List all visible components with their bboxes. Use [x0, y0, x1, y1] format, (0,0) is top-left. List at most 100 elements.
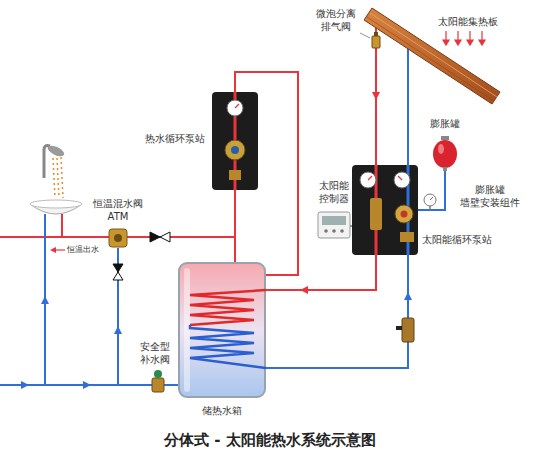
hot-water-pump-station: [231, 146, 239, 154]
shower-head: [57, 158, 59, 198]
diagram-caption: 分体式 - 太阳能热水系统示意图: [164, 431, 376, 450]
mixing-valve: [109, 229, 127, 247]
collector-panel: [364, 8, 500, 104]
expansion-tank-label: 膨胀罐: [430, 118, 460, 131]
vent-valve-label: 微泡分离 排气阀: [316, 8, 356, 33]
expansion-tank: [438, 144, 444, 154]
pressure-gauge: [430, 197, 433, 200]
hot-water-pump-station: [235, 104, 239, 108]
storage-tank: [179, 263, 265, 397]
storage-tank: [178, 262, 266, 398]
component-label: 储热水箱: [202, 405, 242, 418]
hot-water-pump-station: [227, 100, 243, 116]
sunlight-arrow: [443, 31, 485, 45]
wash-basin: [30, 200, 82, 214]
check-valve-symbol: [113, 264, 123, 272]
shower-head: [44, 144, 66, 198]
return-valve: [402, 318, 414, 342]
flow-arrow: [300, 286, 308, 294]
air-vent-valve: [372, 36, 380, 48]
expansion-tank: [441, 136, 449, 140]
check-valve-symbol: [113, 232, 170, 280]
cold-pipe: [418, 168, 445, 210]
solar-pump-station: [368, 176, 372, 180]
expansion-tank: [443, 167, 447, 171]
sunlight-arrow: [457, 31, 458, 40]
sunlight-arrow: [479, 40, 485, 45]
return-valve: [396, 318, 414, 342]
sunlight-arrow: [445, 31, 446, 40]
controller-label: 太阳能 控制器: [319, 180, 349, 205]
pressure-gauge: [424, 194, 436, 206]
shower-head: [53, 157, 63, 198]
check-valve-symbol: [160, 232, 170, 242]
solar-pump-station: [398, 176, 402, 180]
air-vent-valve: [374, 32, 378, 36]
wash-basin: [30, 200, 82, 208]
mixing-valve: [109, 229, 127, 247]
solar-controller: [332, 229, 336, 233]
solar-pump-station: [352, 165, 418, 255]
shower-head: [46, 144, 66, 159]
pump-station-label: 热水循环泵站: [145, 133, 205, 146]
safety-valve: [152, 370, 164, 392]
storage-tank: [184, 268, 190, 392]
shower-head: [61, 157, 63, 198]
flow-arrow: [404, 292, 412, 300]
storage-tank: 储热水箱: [178, 262, 266, 398]
collector-panel: [367, 17, 494, 101]
flow-arrow: [83, 381, 91, 389]
pressure-gauge: [424, 194, 436, 210]
collector-panel: [370, 13, 497, 97]
sunlight-arrow: [481, 31, 482, 40]
solar-controller: [350, 225, 352, 227]
hot-water-pump-station: [212, 92, 258, 190]
sunlight-arrow: [469, 31, 470, 40]
solar-pump-station: [352, 165, 418, 255]
solar-pump-station: [401, 211, 408, 218]
solar-controller: [340, 229, 344, 233]
hot-water-pump-station: [212, 92, 258, 190]
solar-pump-station: [394, 172, 410, 188]
return-valve: [396, 326, 402, 330]
component-label: 太阳能集热板: [438, 16, 498, 29]
mixing-valve-label: 恒温混水阀 ATM: [93, 198, 143, 223]
air-vent-valve: [360, 32, 380, 48]
hot-water-pump-station: [229, 170, 241, 180]
sunlight-arrow: [467, 40, 473, 45]
flow-arrow: [114, 326, 122, 334]
air-vent-valve: [360, 33, 370, 38]
expansion-tank: [433, 140, 457, 168]
flow-arrow: [41, 296, 49, 304]
pump-station-label: 太阳能循环泵站: [422, 234, 492, 247]
flow-arrow: [372, 92, 380, 100]
solar-controller: [318, 212, 350, 238]
collector-panel: 太阳能集热板: [364, 4, 504, 108]
mixed-water-arrow: [50, 247, 56, 253]
expansion-tank: [433, 136, 457, 171]
solar-pump-station: [360, 172, 376, 188]
storage-tank: [190, 325, 266, 368]
hot-pipe: [0, 28, 376, 290]
shower-head: [53, 158, 55, 198]
sunlight-arrow: [443, 40, 449, 45]
hot-pipe: [61, 214, 63, 237]
safety-valve: [154, 370, 162, 378]
mixing-valve: [114, 234, 122, 242]
flow-arrow: [21, 381, 29, 389]
solar-controller: [324, 229, 328, 233]
sunlight-arrow: [455, 40, 461, 45]
solar-controller: [322, 216, 346, 225]
storage-tank: [190, 290, 266, 325]
cold-pipe: [0, 49, 445, 385]
safety-valve: [152, 378, 164, 392]
solar-controller: [318, 212, 352, 238]
flow-note: 恒温出水: [67, 245, 99, 255]
hot-water-pump-station: [225, 140, 245, 160]
mounting-kit-label: 膨胀罐 墙壁安装组件: [460, 184, 520, 209]
solar-pump-station: [400, 232, 414, 242]
safety-valve-label: 安全型 补水阀: [140, 341, 170, 366]
solar-pump-station: [395, 205, 413, 223]
